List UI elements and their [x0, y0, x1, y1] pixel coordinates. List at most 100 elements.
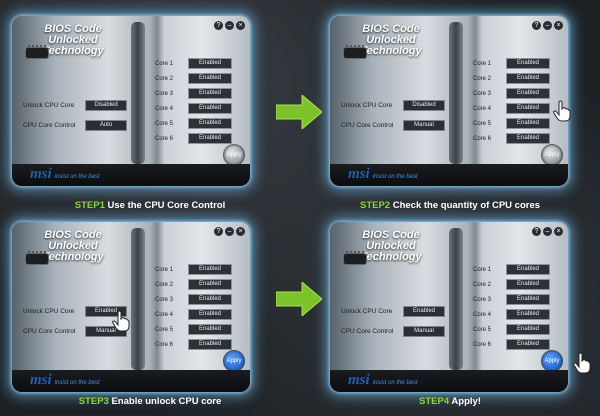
core-label: Core 3 — [473, 90, 492, 97]
brand-name: msi — [30, 372, 52, 388]
core-row: Core 6 Enabled — [473, 339, 550, 350]
core-select[interactable]: Enabled — [188, 264, 232, 275]
help-icon[interactable]: ? — [532, 227, 541, 236]
core-label: Core 5 — [155, 326, 174, 333]
cpu-core-control-select[interactable]: Manual — [403, 326, 445, 337]
close-icon[interactable]: × — [554, 21, 563, 30]
core-label: Core 1 — [155, 266, 174, 273]
core-select[interactable]: Enabled — [506, 88, 550, 99]
core-label: Core 6 — [155, 341, 174, 348]
brand-tagline: insist on the best — [54, 380, 100, 386]
core-select[interactable]: Enabled — [188, 58, 232, 69]
core-select[interactable]: Enabled — [188, 309, 232, 320]
core-select[interactable]: Enabled — [506, 309, 550, 320]
unlock-cpu-select[interactable]: Enabled — [85, 306, 127, 317]
unlock-cpu-select[interactable]: Enabled — [403, 306, 445, 317]
apply-button[interactable]: Apply — [223, 144, 245, 166]
core-select[interactable]: Enabled — [188, 324, 232, 335]
panel-spine — [131, 228, 145, 370]
core-label: Core 2 — [473, 75, 492, 82]
arrow-right-icon — [276, 95, 322, 129]
brand-tagline: insist on the best — [54, 174, 100, 180]
cpu-core-control-select[interactable]: Auto — [85, 120, 127, 131]
core-select[interactable]: Enabled — [506, 58, 550, 69]
core-row: Core 2 Enabled — [473, 279, 550, 290]
hand-pointer-icon — [573, 352, 591, 374]
cpu-core-control-row: CPU Core Control Manual — [341, 326, 445, 337]
cpu-core-control-select[interactable]: Manual — [85, 326, 127, 337]
panel-title: BIOS Code Unlocked Technology — [42, 229, 104, 263]
cpu-chip-icon — [26, 251, 48, 264]
core-select[interactable]: Enabled — [506, 133, 550, 144]
core-label: Core 5 — [155, 120, 174, 127]
caption-step3: STEP3 Enable unlock CPU core — [78, 396, 222, 407]
apply-button[interactable]: Apply — [541, 144, 563, 166]
minimize-icon[interactable]: – — [225, 21, 234, 30]
close-icon[interactable]: × — [236, 227, 245, 236]
unlock-cpu-select[interactable]: Disabled — [85, 100, 127, 111]
core-row: Core 6 Enabled — [155, 339, 232, 350]
unlock-cpu-label: Unlock CPU Core — [23, 102, 75, 109]
cpu-chip-icon — [344, 251, 366, 264]
cpu-core-control-row: CPU Core Control Manual — [341, 120, 445, 131]
core-select[interactable]: Enabled — [188, 339, 232, 350]
core-select[interactable]: Enabled — [188, 88, 232, 99]
minimize-icon[interactable]: – — [543, 21, 552, 30]
unlock-cpu-row: Unlock CPU Core Enabled — [23, 306, 127, 317]
core-row: Core 5 Enabled — [473, 324, 550, 335]
core-select[interactable]: Enabled — [188, 118, 232, 129]
core-row: Core 1 Enabled — [473, 58, 550, 69]
help-icon[interactable]: ? — [214, 21, 223, 30]
core-select[interactable]: Enabled — [188, 294, 232, 305]
caption-step1: STEP1 Use the CPU Core Control — [74, 200, 226, 211]
brand-name: msi — [348, 166, 370, 182]
bios-unlock-panel: BIOS Code Unlocked Technology ? – × Unlo… — [330, 222, 568, 392]
apply-button[interactable]: Apply — [541, 350, 563, 372]
minimize-icon[interactable]: – — [225, 227, 234, 236]
core-label: Core 1 — [473, 266, 492, 273]
cpu-core-control-select[interactable]: Manual — [403, 120, 445, 131]
core-select[interactable]: Enabled — [506, 73, 550, 84]
close-icon[interactable]: × — [236, 21, 245, 30]
core-select[interactable]: Enabled — [188, 133, 232, 144]
window-buttons: ? – × — [214, 21, 245, 30]
core-label: Core 6 — [473, 341, 492, 348]
panel-spine — [449, 22, 463, 164]
unlock-cpu-row: Unlock CPU Core Disabled — [341, 100, 445, 111]
help-icon[interactable]: ? — [214, 227, 223, 236]
brand-tagline: insist on the best — [372, 174, 418, 180]
core-label: Core 2 — [155, 281, 174, 288]
panel-title: BIOS Code Unlocked Technology — [360, 23, 422, 57]
minimize-icon[interactable]: – — [543, 227, 552, 236]
help-icon[interactable]: ? — [532, 21, 541, 30]
apply-button[interactable]: Apply — [223, 350, 245, 372]
core-row: Core 3 Enabled — [155, 88, 232, 99]
core-label: Core 5 — [473, 326, 492, 333]
unlock-cpu-select[interactable]: Disabled — [403, 100, 445, 111]
core-select[interactable]: Enabled — [506, 118, 550, 129]
core-select[interactable]: Enabled — [506, 324, 550, 335]
core-label: Core 3 — [155, 90, 174, 97]
core-select[interactable]: Enabled — [506, 339, 550, 350]
core-row: Core 3 Enabled — [155, 294, 232, 305]
cpu-chip-icon — [26, 45, 48, 58]
core-select[interactable]: Enabled — [506, 294, 550, 305]
core-label: Core 1 — [473, 60, 492, 67]
core-select[interactable]: Enabled — [506, 279, 550, 290]
core-select[interactable]: Enabled — [188, 279, 232, 290]
caption-step2: STEP2 Check the quantity of CPU cores — [359, 200, 541, 211]
core-select[interactable]: Enabled — [188, 103, 232, 114]
core-select[interactable]: Enabled — [506, 264, 550, 275]
panel-spine — [449, 228, 463, 370]
core-select[interactable]: Enabled — [188, 73, 232, 84]
brand-tagline: insist on the best — [372, 380, 418, 386]
cpu-core-control-label: CPU Core Control — [23, 122, 76, 129]
core-select[interactable]: Enabled — [506, 103, 550, 114]
core-row: Core 2 Enabled — [155, 73, 232, 84]
close-icon[interactable]: × — [554, 227, 563, 236]
core-label: Core 4 — [473, 311, 492, 318]
